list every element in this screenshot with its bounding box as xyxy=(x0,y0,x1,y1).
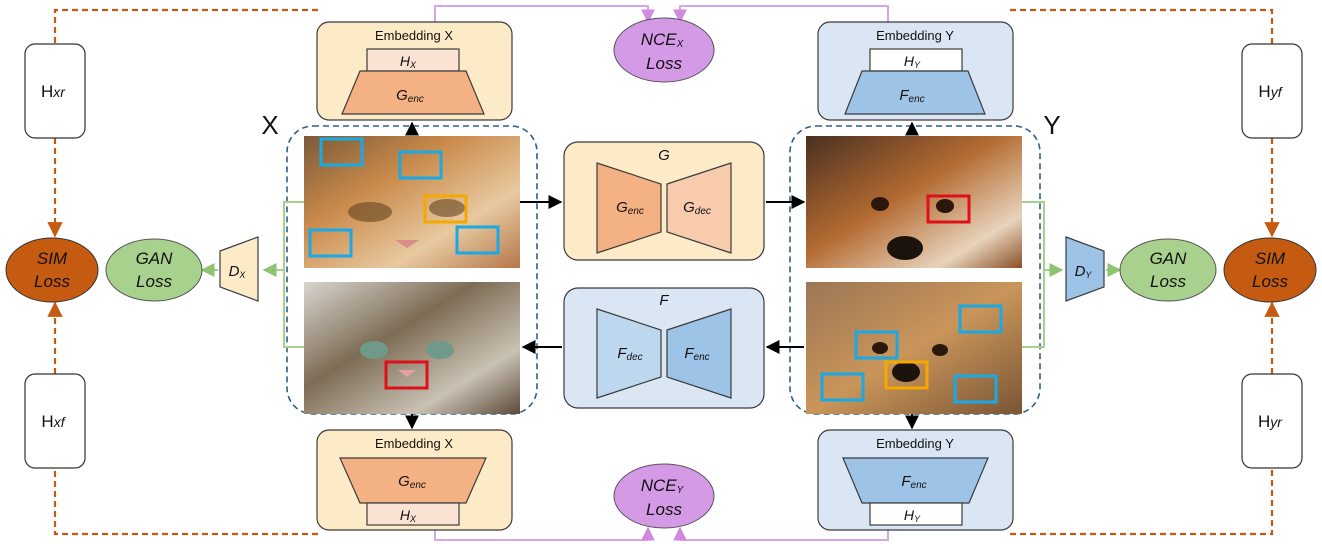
svg-text:Genc: Genc xyxy=(616,199,644,217)
h-yf-box: Hyf xyxy=(1241,43,1303,139)
svg-text:SIM: SIM xyxy=(1255,249,1286,268)
fenc-top-label: Fenc xyxy=(899,87,924,105)
genc-bottom-label: Genc xyxy=(398,473,426,491)
svg-text:NCEX: NCEX xyxy=(641,30,684,50)
nce-y-loss: NCEY Loss xyxy=(613,463,715,529)
svg-text:Hxr: Hxr xyxy=(41,82,66,101)
patches-dog-bottom xyxy=(820,304,1003,404)
discriminator-y: DY xyxy=(1065,236,1105,302)
svg-text:Loss: Loss xyxy=(1252,272,1288,291)
h-xr-box: Hxr xyxy=(24,43,86,139)
svg-text:Loss: Loss xyxy=(646,500,682,519)
patches-cat-orange xyxy=(308,137,500,258)
embedding-y-bottom: Embedding Y Fenc HY xyxy=(817,429,1014,531)
svg-text:DY: DY xyxy=(1075,263,1093,280)
svg-text:Fdec: Fdec xyxy=(617,345,642,363)
svg-text:Hyf: Hyf xyxy=(1258,82,1283,101)
svg-text:Loss: Loss xyxy=(646,54,682,73)
svg-text:Fenc: Fenc xyxy=(684,345,709,363)
svg-text:Hxf: Hxf xyxy=(41,412,66,431)
gan-loss-right: GAN Loss xyxy=(1119,238,1217,302)
hy-bottom-label: HY xyxy=(904,507,921,524)
svg-text:Loss: Loss xyxy=(136,272,172,291)
cat-orange-image xyxy=(304,136,520,268)
generator-g: G Genc Gdec xyxy=(563,141,765,261)
generator-f: F Fdec Fenc xyxy=(563,287,765,409)
h-yr-box: Hyr xyxy=(1241,373,1303,469)
svg-text:GAN: GAN xyxy=(1150,249,1188,268)
domain-x-label: X xyxy=(261,110,278,140)
green-connectors xyxy=(200,201,1122,348)
svg-text:GAN: GAN xyxy=(136,249,174,268)
genc-top-label: Genc xyxy=(396,87,424,105)
cat-tabby-image xyxy=(304,282,520,414)
svg-text:DX: DX xyxy=(229,263,247,280)
domain-y-label: Y xyxy=(1043,110,1060,140)
nce-lines xyxy=(434,5,889,541)
embedding-x-top-title: Embedding X xyxy=(375,28,453,43)
svg-text:Gdec: Gdec xyxy=(683,199,711,217)
gan-loss-left: GAN Loss xyxy=(105,238,203,302)
dog-bottom-image xyxy=(806,282,1022,414)
svg-text:Loss: Loss xyxy=(1150,272,1186,291)
sim-loss-left: SIM Loss xyxy=(5,237,99,303)
hx-top-label: HX xyxy=(400,53,417,70)
svg-text:Hyr: Hyr xyxy=(1258,412,1283,431)
hx-bottom-label: HX xyxy=(400,507,417,524)
embedding-x-bottom: Embedding X Genc HX xyxy=(316,429,513,531)
sim-loss-right: SIM Loss xyxy=(1223,237,1317,303)
embedding-x-bottom-title: Embedding X xyxy=(375,436,453,451)
patch-dog-top xyxy=(926,194,971,224)
embedding-y-bottom-title: Embedding Y xyxy=(876,436,954,451)
svg-text:G: G xyxy=(658,147,670,164)
discriminator-x: DX xyxy=(219,236,259,302)
svg-text:SIM: SIM xyxy=(37,249,68,268)
sim-feedback-lines xyxy=(47,8,1280,536)
dog-top-image xyxy=(806,136,1022,268)
hy-top-label: HY xyxy=(904,53,921,70)
embedding-x-top: Embedding X HX Genc xyxy=(316,21,513,121)
patch-cat-tabby xyxy=(384,360,429,390)
svg-text:NCEY: NCEY xyxy=(641,476,685,496)
fenc-bottom-label: Fenc xyxy=(901,473,926,491)
svg-text:Loss: Loss xyxy=(34,272,70,291)
nce-x-loss: NCEX Loss xyxy=(613,17,715,83)
embedding-y-top: Embedding Y HY Fenc xyxy=(817,21,1014,121)
embedding-y-top-title: Embedding Y xyxy=(876,28,954,43)
svg-text:F: F xyxy=(659,292,669,309)
h-xf-box: Hxf xyxy=(24,373,86,469)
